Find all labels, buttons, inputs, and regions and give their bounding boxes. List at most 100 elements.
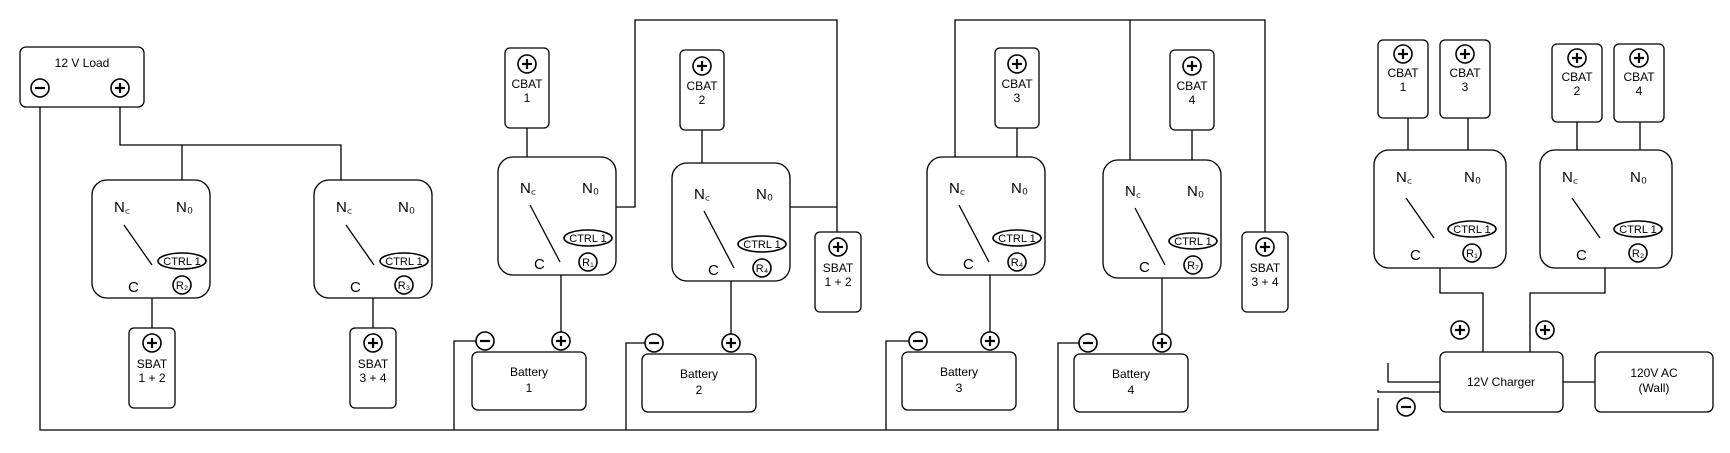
cbat-label: CBAT xyxy=(1387,66,1419,80)
cbat-to-relay-wire xyxy=(526,128,703,163)
sbat-box: SBAT 3 + 4 xyxy=(1241,231,1289,313)
charger-label: 12V Charger xyxy=(1467,375,1535,389)
sbat-label: SBAT xyxy=(823,261,854,275)
relay-nc-label: N꜀ xyxy=(336,199,352,216)
relay: N꜀ N₀ CTRL 1 R₄ C xyxy=(671,162,791,282)
cbat-label: CBAT xyxy=(686,79,718,93)
battery-negative-wire xyxy=(885,340,1088,430)
relay-nc-label: N꜀ xyxy=(1125,183,1141,200)
cbat-label: CBAT xyxy=(1561,70,1593,84)
relay-switch-arm xyxy=(1571,197,1601,239)
relay-nc-label: N꜀ xyxy=(1562,169,1578,186)
battery-number: 4 xyxy=(1128,383,1135,397)
relay-no-label: N₀ xyxy=(756,186,773,203)
cbat-label: CBAT xyxy=(1449,66,1481,80)
battery-label: Battery xyxy=(940,365,978,379)
battery-terminals xyxy=(475,331,1172,353)
relay-no-label: N₀ xyxy=(1011,180,1028,197)
relay-ctrl-label: CTRL 1 xyxy=(1453,224,1491,236)
ac-box xyxy=(1594,351,1714,413)
relay-c-label: C xyxy=(708,262,719,279)
battery-box: Battery 1 xyxy=(471,351,587,411)
relay: N꜀ N₀ CTRL 1 R₂ C xyxy=(1539,149,1673,269)
cbat-number: 4 xyxy=(1189,93,1196,107)
sbat-box: SBAT 3 + 4 xyxy=(349,327,397,409)
relay-coil-label: R₂ xyxy=(176,280,188,292)
relay-c-label: C xyxy=(1139,259,1150,276)
sbat-number: 3 + 4 xyxy=(1251,275,1278,289)
relay-c-label: C xyxy=(350,279,361,296)
ground-rail xyxy=(39,97,1379,431)
relay-coil-label: R₇ xyxy=(1187,260,1199,272)
relay: N꜀ N₀ CTRL 1 R₁ C xyxy=(1373,149,1507,269)
battery-number: 3 xyxy=(956,381,963,395)
charger-block: 12V Charger xyxy=(1396,320,1564,417)
relay-no-label: N₀ xyxy=(176,199,193,216)
sbat-label: SBAT xyxy=(137,357,168,371)
relay-switch-arm xyxy=(529,204,561,263)
load-block: 12 V Load xyxy=(19,46,145,108)
sbat-box: SBAT 1 + 2 xyxy=(128,327,176,409)
sbat-label: SBAT xyxy=(358,357,389,371)
sbat-number: 1 + 2 xyxy=(138,371,165,385)
cbat-box: CBAT 3 xyxy=(994,47,1040,129)
battery-label: Battery xyxy=(510,365,548,379)
cbat-box: CBAT 3 xyxy=(1439,39,1491,119)
cbat-label: CBAT xyxy=(1176,79,1208,93)
relay-nc-to-sbat-wire xyxy=(954,19,1266,232)
relay: N꜀ N₀ CTRL 1 R₃ C xyxy=(313,179,433,299)
relay-c-label: C xyxy=(534,256,545,273)
cbat-box: CBAT 1 xyxy=(504,47,550,129)
cbat-number: 3 xyxy=(1462,80,1469,94)
relay-c-label: C xyxy=(1410,247,1421,264)
relay-coil-label: R₁ xyxy=(582,257,594,269)
relay-switch-arm xyxy=(1134,207,1166,266)
relay-no-label: N₀ xyxy=(1630,169,1647,186)
relay-switch-arm xyxy=(1405,197,1435,239)
charger-negative-wire xyxy=(1377,363,1440,393)
relay-switch-arm xyxy=(958,204,990,263)
relay-nc-label: N꜀ xyxy=(694,186,710,203)
battery-number: 1 xyxy=(526,381,533,395)
relay-coil-label: R₄ xyxy=(1011,257,1024,269)
relay: N꜀ N₀ CTRL 1 R₁ C xyxy=(497,156,617,276)
cbat-box: CBAT 2 xyxy=(679,49,725,131)
relay-ctrl-label: CTRL 1 xyxy=(569,233,607,245)
battery-box: Battery 4 xyxy=(1073,353,1189,413)
relay-coil-label: R₁ xyxy=(1466,248,1478,260)
cbat-label: CBAT xyxy=(1001,77,1033,91)
cbat-number: 1 xyxy=(524,91,531,105)
relay-no-label: N₀ xyxy=(1187,183,1204,200)
relay-nc-label: N꜀ xyxy=(949,180,965,197)
load-label: 12 V Load xyxy=(55,56,110,70)
cbat-label: CBAT xyxy=(511,77,543,91)
relay: N꜀ N₀ CTRL 1 R₂ C xyxy=(91,179,211,299)
battery-number: 2 xyxy=(696,383,703,397)
cbat-number: 4 xyxy=(1636,84,1643,98)
cbat-box: CBAT 4 xyxy=(1613,43,1665,123)
relay-ctrl-label: CTRL 1 xyxy=(163,256,201,268)
relay-to-charger-wire xyxy=(1439,262,1606,355)
relay-c-label: C xyxy=(128,279,139,296)
relay-ctrl-label: CTRL 1 xyxy=(385,256,423,268)
relay-c-label: C xyxy=(963,256,974,273)
cbat-to-relay-wire xyxy=(1407,118,1641,158)
sbat-box: SBAT 1 + 2 xyxy=(814,231,862,313)
sbat-number: 1 + 2 xyxy=(824,275,851,289)
relay-c-label: C xyxy=(1576,247,1587,264)
relay-ctrl-label: CTRL 1 xyxy=(1619,224,1657,236)
relay-coil-label: R₄ xyxy=(756,263,769,275)
battery-label: Battery xyxy=(1112,367,1150,381)
cbat-number: 1 xyxy=(1400,80,1407,94)
relay-ctrl-label: CTRL 1 xyxy=(1174,236,1212,248)
relay-no-label: N₀ xyxy=(398,199,415,216)
relay-switch-arm xyxy=(345,224,375,266)
relay-no-label: N₀ xyxy=(582,180,599,197)
battery-box: Battery 3 xyxy=(901,351,1017,411)
relay-ctrl-label: CTRL 1 xyxy=(998,233,1036,245)
ac-source-block: 120V AC (Wall) xyxy=(1594,351,1714,413)
charger-box xyxy=(1439,351,1564,413)
relay-coil-label: R₂ xyxy=(1632,248,1644,260)
relay: N꜀ N₀ CTRL 1 R₇ C xyxy=(1102,159,1222,279)
